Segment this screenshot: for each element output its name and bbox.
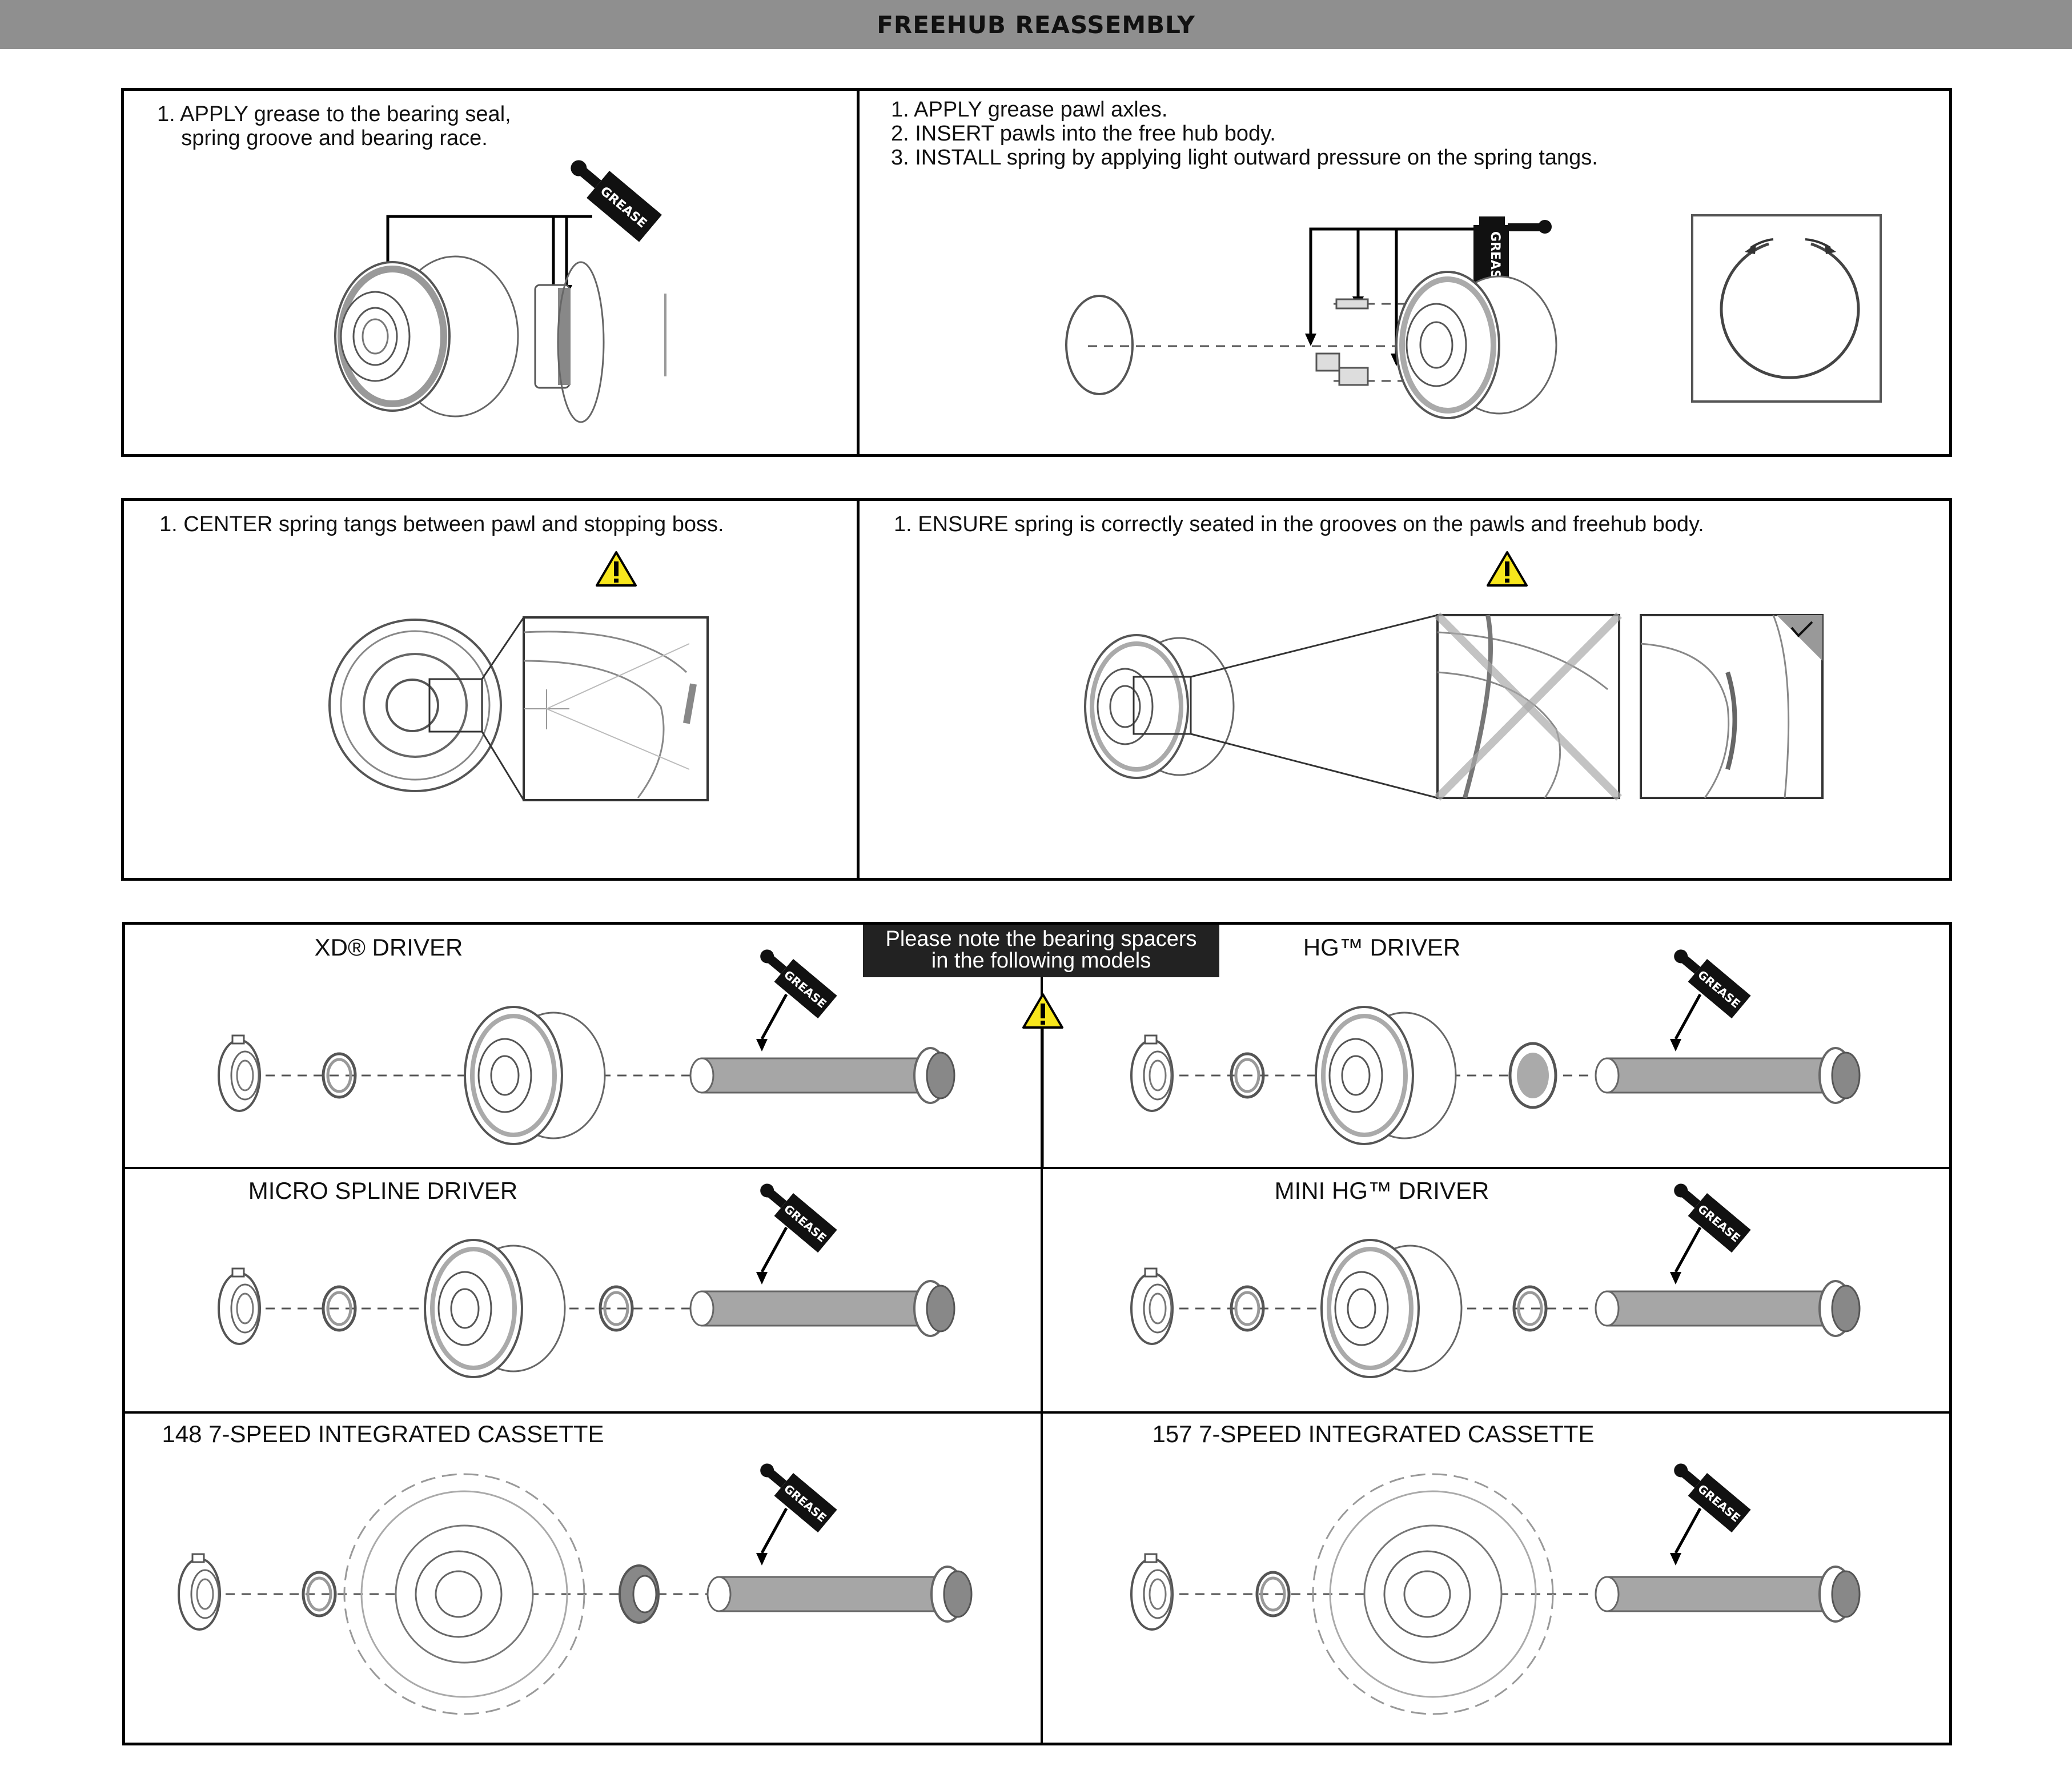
step-text: 1. ENSURE spring is correctly seated in … (894, 512, 1704, 536)
driver-title: XD® DRIVER (314, 934, 463, 961)
step-text: 1. APPLY grease pawl axles. (891, 98, 1168, 122)
step-cell-install-pawls: 1. APPLY grease pawl axles. 2. INSERT pa… (860, 91, 1949, 454)
step-cell-grease-bearing: 1. APPLY grease to the bearing seal, spr… (124, 91, 860, 454)
driver-title: 148 7-SPEED INTEGRATED CASSETTE (162, 1420, 604, 1447)
driver-title: HG™ DRIVER (1303, 934, 1461, 961)
correct-seating-inset (1640, 614, 1824, 799)
step-cell-ensure-seated: 1. ENSURE spring is correctly seated in … (860, 501, 1949, 878)
step-text: 3. INSTALL spring by applying light outw… (891, 146, 1598, 170)
step-text: 1. CENTER spring tangs between pawl and … (159, 512, 724, 536)
driver-cell-micro-spline: MICRO SPLINE DRIVER (125, 1169, 1043, 1414)
incorrect-seating-inset (1435, 612, 1622, 801)
freehub-illustration: GREASE (334, 160, 666, 423)
note-line-1: Please note the bearing spacers (885, 927, 1197, 951)
page-header: FREEHUB REASSEMBLY (0, 0, 2072, 49)
bearing-spacer-note: Please note the bearing spacers in the f… (863, 925, 1219, 977)
driver-title: 157 7-SPEED INTEGRATED CASSETTE (1152, 1420, 1595, 1447)
page-title: FREEHUB REASSEMBLY (877, 10, 1195, 39)
grease-tag-icon: GREASE (571, 160, 662, 242)
driver-cell-157-cassette: 157 7-SPEED INTEGRATED CASSETTE (1043, 1414, 1949, 1743)
warning-triangle-icon (596, 551, 637, 587)
driver-cell-148-cassette: 148 7-SPEED INTEGRATED CASSETTE (125, 1414, 1043, 1743)
driver-exploded-views: GREASE (178, 940, 1861, 1715)
driver-options-panel: XD® DRIVER HG™ DRIVER MICRO SPLINE DRIVE… (122, 922, 1952, 1745)
step-text: spring groove and bearing race. (157, 126, 488, 150)
step-panel-2: 1. CENTER spring tangs between pawl and … (121, 498, 1952, 881)
step-text: 1. APPLY grease to the bearing seal, (157, 102, 511, 126)
driver-cell-hg: HG™ DRIVER (1043, 925, 1949, 1169)
check-mark-icon (1790, 621, 1813, 637)
step-cell-center-tangs: 1. CENTER spring tangs between pawl and … (124, 501, 860, 878)
driver-cell-xd: XD® DRIVER (125, 925, 1043, 1169)
spring-seated-illustration (1084, 551, 1824, 801)
spring-tang-illustration (328, 551, 709, 801)
driver-title: MICRO SPLINE DRIVER (248, 1177, 518, 1204)
warning-triangle-icon (1022, 993, 1063, 1029)
driver-cell-mini-hg: MINI HG™ DRIVER (1043, 1169, 1949, 1414)
driver-title: MINI HG™ DRIVER (1274, 1177, 1489, 1204)
pawl-installation-illustration: GREASE (1065, 214, 1882, 419)
step-text: 2. INSERT pawls into the free hub body. (891, 122, 1276, 146)
note-line-2: in the following models (931, 949, 1151, 973)
step-panel-1: 1. APPLY grease to the bearing seal, spr… (121, 88, 1952, 457)
step-list: 1. APPLY grease pawl axles. 2. INSERT pa… (891, 98, 1598, 170)
warning-triangle-icon (1487, 551, 1528, 587)
step-list: 1. ENSURE spring is correctly seated in … (894, 512, 1704, 536)
step-list: 1. APPLY grease to the bearing seal, spr… (157, 102, 511, 150)
step-list: 1. CENTER spring tangs between pawl and … (159, 512, 724, 536)
